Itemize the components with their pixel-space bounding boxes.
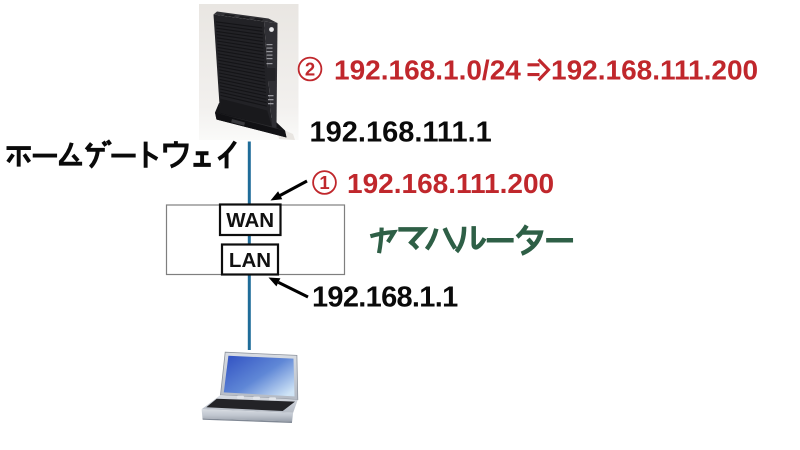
svg-text:192.168.111.200: 192.168.111.200 [347,168,554,199]
svg-text:192.168.111.1: 192.168.111.1 [310,117,492,149]
svg-text:WAN: WAN [226,209,274,232]
svg-text:1: 1 [319,172,329,193]
svg-text:2: 2 [305,59,315,80]
svg-text:192.168.111.200: 192.168.111.200 [551,55,758,86]
svg-text:192.168.1.1: 192.168.1.1 [312,282,458,314]
svg-text:192.168.1.0/24: 192.168.1.0/24 [334,55,521,86]
svg-text:LAN: LAN [229,249,271,272]
